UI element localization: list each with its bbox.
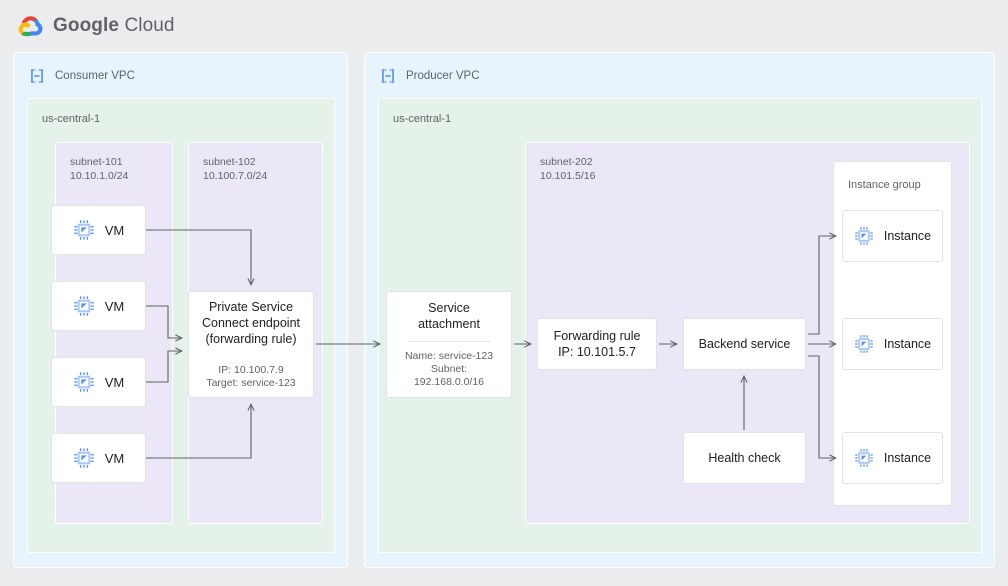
vm-label-2: VM xyxy=(104,298,125,314)
psc-endpoint-card[interactable]: Private Service Connect endpoint (forwar… xyxy=(188,291,314,398)
vm-chip-icon xyxy=(855,335,873,353)
instance-label-1: Instance xyxy=(883,229,932,243)
consumer-vpc-header: Consumer VPC xyxy=(28,65,135,87)
vm-label-3: VM xyxy=(104,374,125,390)
vm-card-2[interactable]: VM xyxy=(51,281,146,331)
vm-label-4: VM xyxy=(104,450,125,466)
consumer-region-label: us-central-1 xyxy=(42,113,101,125)
producer-vpc-label: Producer VPC xyxy=(406,70,480,82)
vm-chip-icon xyxy=(855,227,873,245)
subnet-101-label: subnet-101 10.10.1.0/24 xyxy=(70,156,129,182)
forwarding-rule-card[interactable]: Forwarding rule IP: 10.101.5.7 xyxy=(537,318,657,370)
instance-label-2: Instance xyxy=(883,337,932,351)
backend-service-text: Backend service xyxy=(698,337,791,351)
instance-card-1[interactable]: Instance xyxy=(842,210,943,262)
vm-chip-icon xyxy=(74,372,94,392)
health-check-text: Health check xyxy=(708,451,781,465)
vm-chip-icon xyxy=(855,449,873,467)
vm-label-1: VM xyxy=(104,222,125,238)
psc-endpoint-details: IP: 10.100.7.9 Target: service-123 xyxy=(206,364,296,389)
vpc-icon xyxy=(382,69,394,83)
vm-chip-icon xyxy=(74,448,94,468)
subnet-202-label: subnet-202 10.101.5/16 xyxy=(540,156,596,182)
vm-card-1[interactable]: VM xyxy=(51,205,146,255)
backend-service-card[interactable]: Backend service xyxy=(683,318,806,370)
consumer-vpc-label: Consumer VPC xyxy=(55,70,135,82)
service-attachment-title: Service attachment xyxy=(418,301,480,331)
instance-label-3: Instance xyxy=(883,451,932,465)
subnet-102-label: subnet-102 10.100.7.0/24 xyxy=(203,156,268,182)
vm-chip-icon xyxy=(74,296,94,316)
service-attachment-details: Name: service-123 Subnet: 192.168.0.0/16 xyxy=(404,350,494,388)
vm-card-4[interactable]: VM xyxy=(51,433,146,483)
brand-name-google: Google xyxy=(53,15,120,36)
vm-card-3[interactable]: VM xyxy=(51,357,146,407)
brand-name: Google Cloud xyxy=(53,15,175,37)
brand-name-cloud: Cloud xyxy=(124,15,175,36)
psc-endpoint-title: Private Service Connect endpoint (forwar… xyxy=(202,300,300,346)
vpc-icon xyxy=(31,69,43,83)
service-attachment-card[interactable]: Service attachment Name: service-123 Sub… xyxy=(386,291,512,398)
producer-vpc-header: Producer VPC xyxy=(379,65,480,87)
brand-logo: Google Cloud xyxy=(18,12,175,40)
health-check-card[interactable]: Health check xyxy=(683,432,806,484)
producer-region-label: us-central-1 xyxy=(393,113,452,125)
instance-card-3[interactable]: Instance xyxy=(842,432,943,484)
instance-card-2[interactable]: Instance xyxy=(842,318,943,370)
forwarding-rule-text: Forwarding rule IP: 10.101.5.7 xyxy=(553,329,641,359)
instance-group-title: Instance group xyxy=(848,179,921,191)
service-attachment-divider xyxy=(408,341,490,342)
google-cloud-logo-icon xyxy=(18,16,43,37)
vm-chip-icon xyxy=(74,220,94,240)
